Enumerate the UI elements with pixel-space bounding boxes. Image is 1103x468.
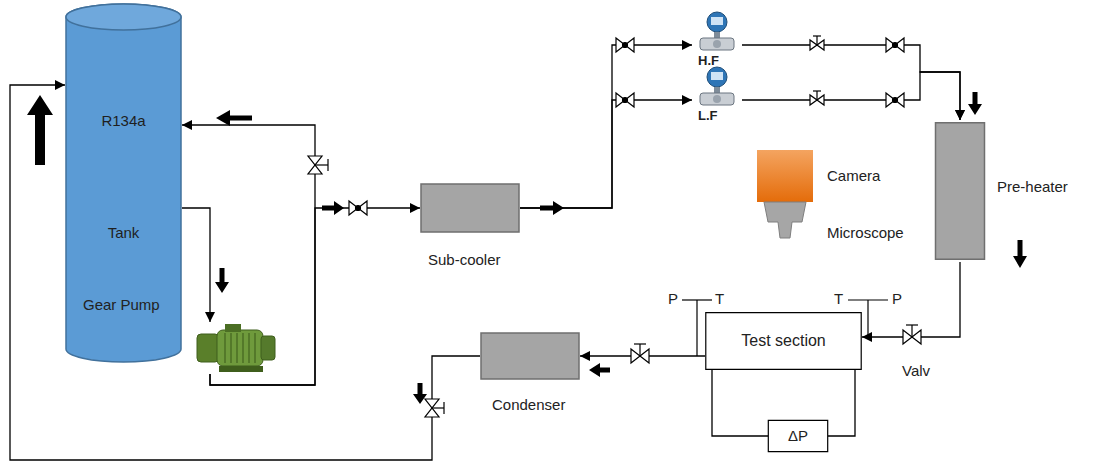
preheater-node: Pre-heater <box>935 120 985 262</box>
valve-symbol <box>425 399 444 417</box>
valve-symbol <box>308 156 328 174</box>
valve-symbol <box>616 93 634 107</box>
valve-symbol <box>810 36 824 50</box>
microscope-icon <box>762 202 808 240</box>
pipe-connector <box>182 125 315 385</box>
node-label: ΔP <box>788 427 808 445</box>
valve-label: Valv <box>902 362 930 380</box>
valve-symbol <box>349 201 367 215</box>
heat-exchanger-box <box>935 120 985 262</box>
pipe-connector <box>742 72 960 120</box>
pipe-connector <box>742 45 960 120</box>
node-label: Sub-cooler <box>428 251 501 269</box>
pipe-connector <box>210 208 420 385</box>
pipe-connector <box>182 208 210 322</box>
pipe-connector <box>520 45 692 208</box>
node-label: Microscope <box>827 224 904 242</box>
node-label: R134a Tank <box>65 65 182 289</box>
subcooler-node: Sub-cooler <box>420 183 520 233</box>
pipe-connector <box>712 370 768 436</box>
node-label: L.F <box>698 107 718 125</box>
flowmeter-node: H.F <box>692 11 742 51</box>
valve-symbol <box>810 91 824 105</box>
camera-node: Camera <box>757 150 813 202</box>
valve-symbol <box>616 38 634 52</box>
valve-symbol <box>903 325 921 344</box>
node-label: Test section <box>741 332 825 350</box>
camera-icon <box>757 150 813 202</box>
valve-symbol <box>886 38 904 52</box>
sensor-label: P <box>892 290 902 308</box>
test-section-box: Test section <box>705 312 862 370</box>
dp-sensor-box: ΔP <box>768 420 828 452</box>
heat-exchanger-box <box>420 183 520 233</box>
heat-exchanger-box <box>480 332 580 380</box>
node-label: Gear Pump <box>83 296 160 314</box>
pipe-connector <box>828 370 855 436</box>
sensor-label: T <box>715 290 724 308</box>
flowmeter-icon <box>692 11 742 51</box>
node-label: Pre-heater <box>997 178 1068 196</box>
valve-symbol <box>631 344 649 363</box>
pipe-connector <box>520 100 692 208</box>
sensor-label: T <box>834 290 843 308</box>
node-label: Camera <box>827 167 880 185</box>
flowmeter-icon <box>692 66 742 106</box>
condenser-node: Condenser <box>480 332 580 380</box>
sensor-label: P <box>668 290 678 308</box>
flowmeter-node: L.F <box>692 66 742 106</box>
valve-symbol <box>886 93 904 107</box>
pump-node: Gear Pump <box>195 322 282 374</box>
microscope-node: Microscope <box>762 202 808 240</box>
node-label: Condenser <box>492 396 565 414</box>
gear-pump-icon <box>195 322 282 374</box>
